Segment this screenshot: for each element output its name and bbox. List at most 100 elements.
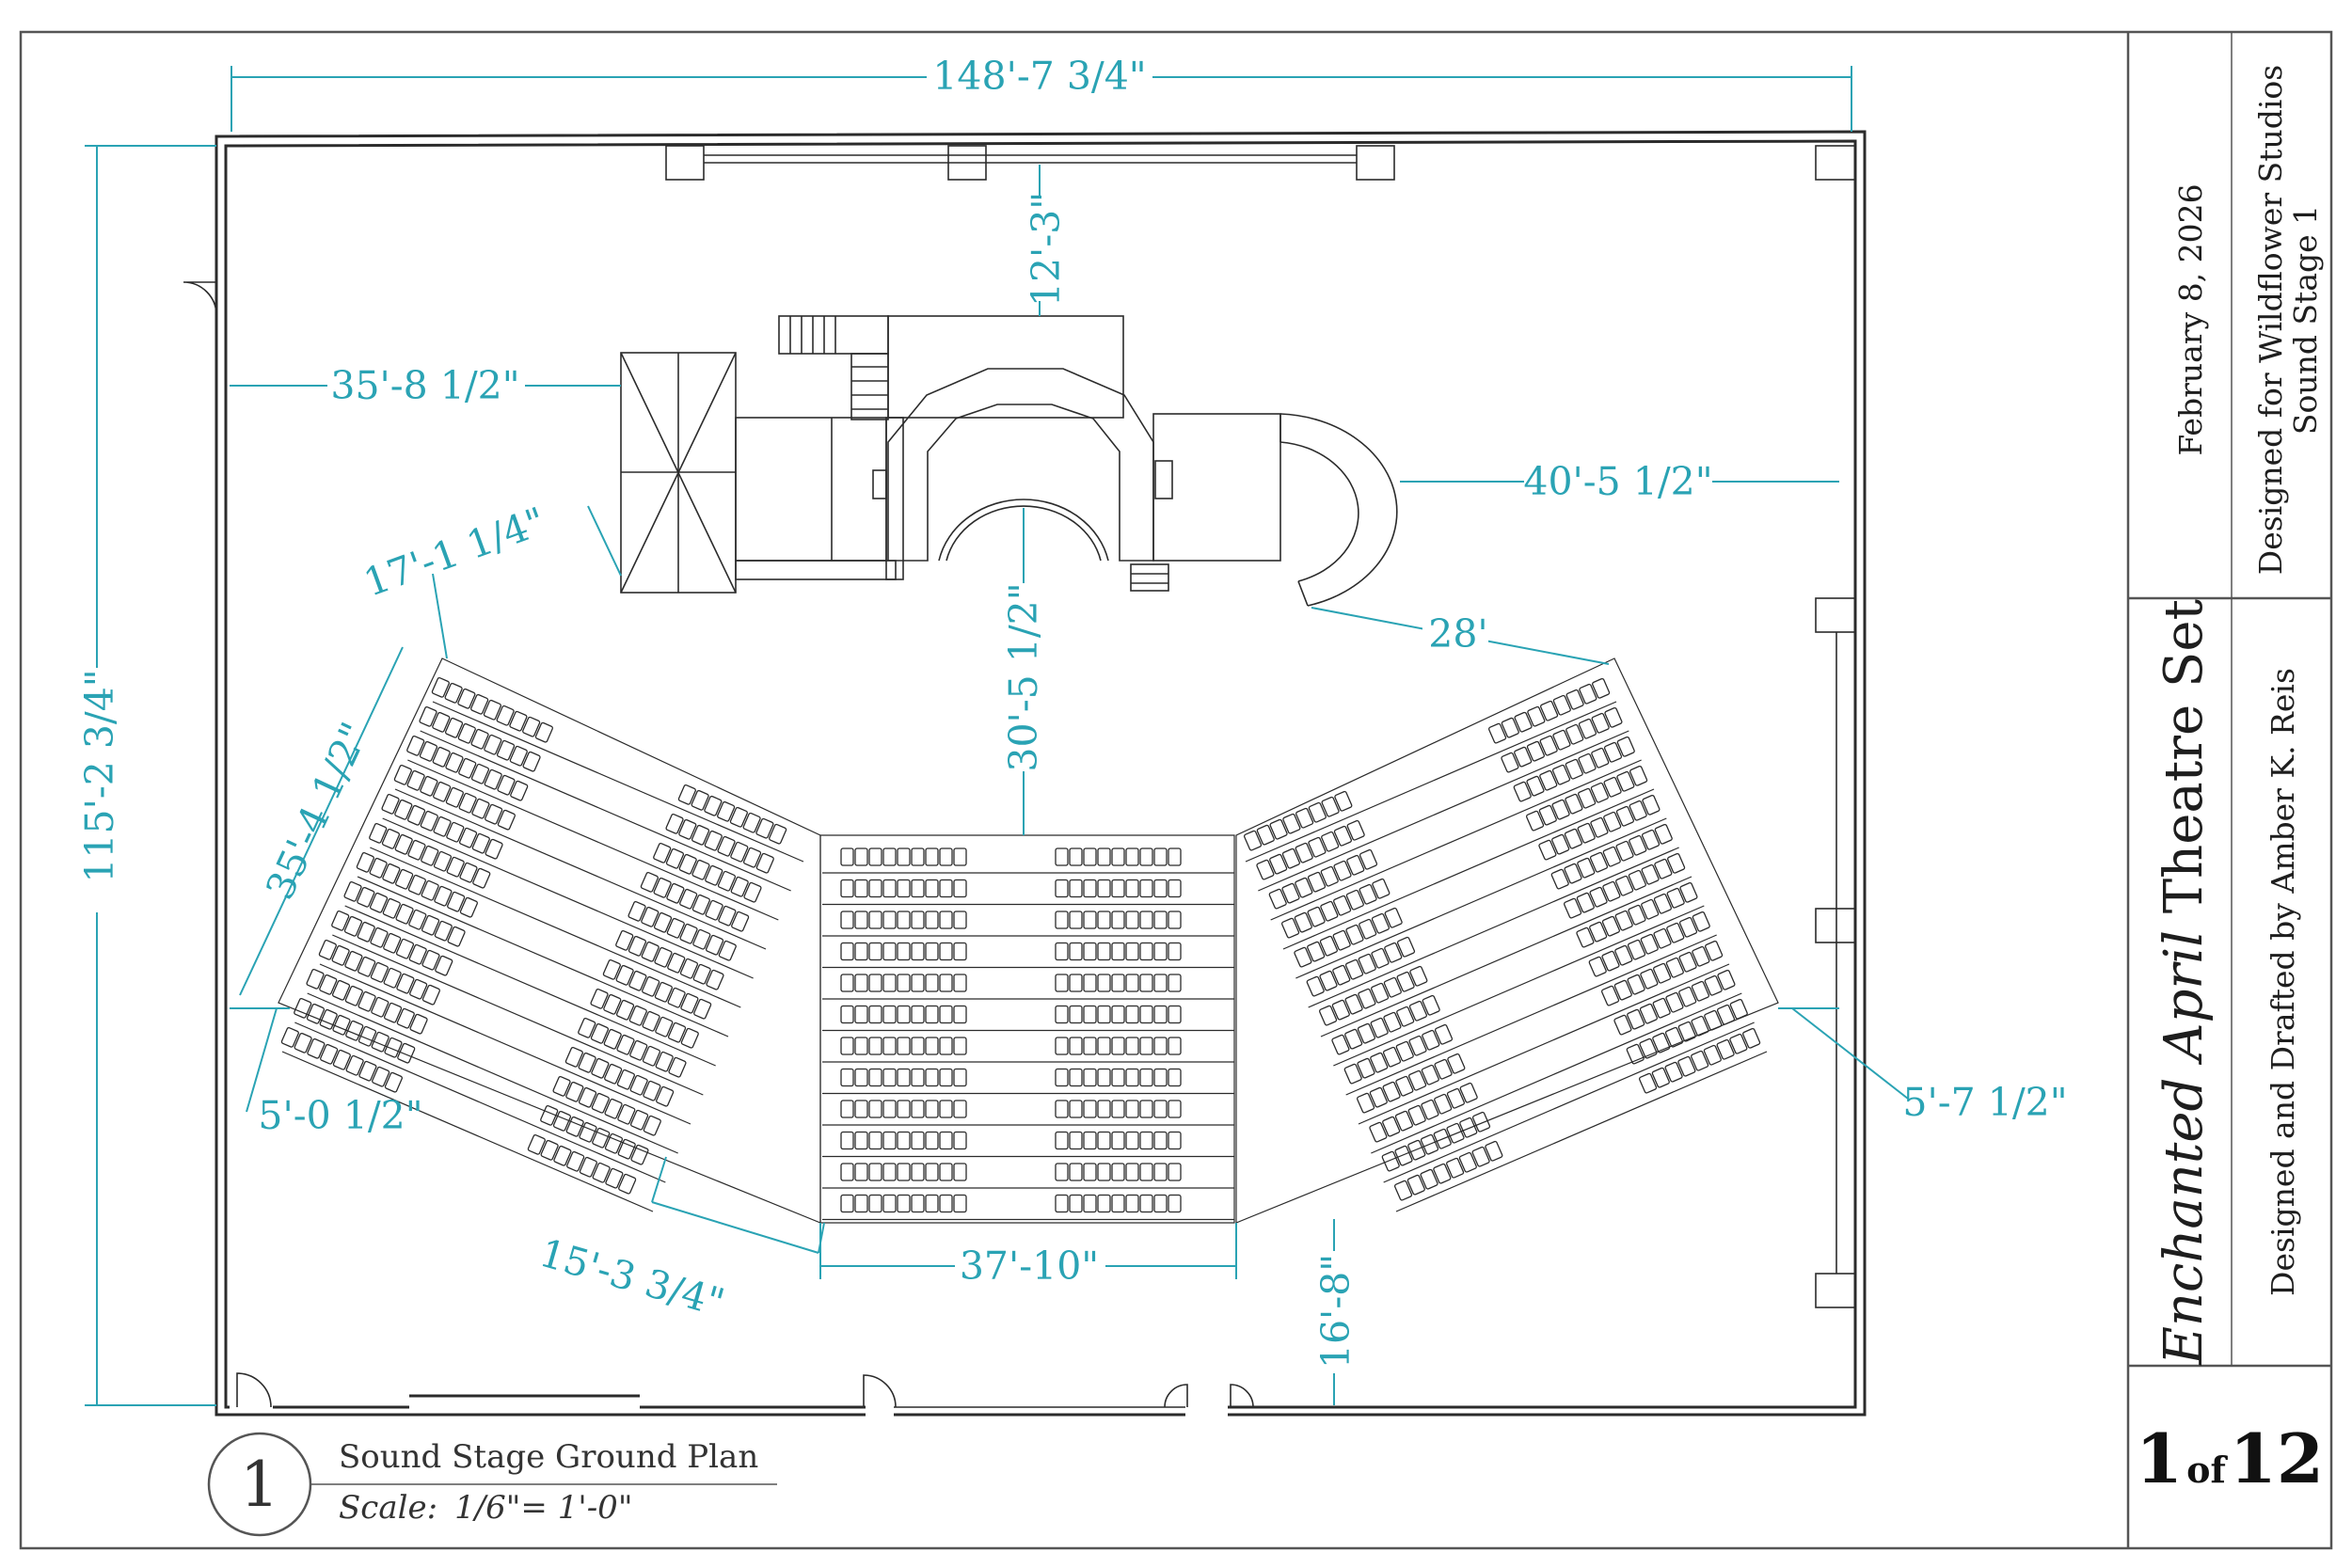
seat xyxy=(420,775,438,797)
left-outer-seat-row xyxy=(431,676,553,743)
seat xyxy=(1653,927,1672,949)
seat xyxy=(1628,869,1646,891)
seat xyxy=(605,1167,624,1189)
seat xyxy=(1168,1037,1182,1055)
seat xyxy=(1653,893,1672,914)
seat xyxy=(925,1163,939,1181)
seat xyxy=(602,958,621,980)
seat xyxy=(925,1068,939,1087)
seat xyxy=(421,845,439,866)
seat xyxy=(1333,895,1352,916)
right-inner-seat-row xyxy=(1243,790,1353,851)
left-outer-seat-row xyxy=(294,997,416,1064)
seat xyxy=(1083,847,1097,866)
set-pieces xyxy=(620,315,1398,607)
seat xyxy=(854,1194,868,1213)
left-outer-seat-row xyxy=(406,735,529,801)
left-outer-seat-row xyxy=(381,793,503,860)
seat xyxy=(1359,883,1377,905)
seat xyxy=(1589,886,1608,908)
left-outer-seat-row xyxy=(369,822,491,889)
dim-left-to-set: 35'-8 1/2" xyxy=(330,363,519,408)
seat xyxy=(483,699,501,721)
seat xyxy=(911,974,925,992)
seat xyxy=(497,774,516,796)
seat xyxy=(1629,765,1648,786)
seat xyxy=(1168,1163,1182,1181)
seat xyxy=(1069,1131,1083,1150)
seat xyxy=(705,864,723,886)
seat xyxy=(484,768,502,790)
seat xyxy=(356,851,374,873)
left-outer-seat-row xyxy=(318,939,440,1006)
right-outer-seat-row xyxy=(1513,736,1635,802)
right-outer-seat-row xyxy=(1600,940,1724,1006)
seat xyxy=(679,923,698,944)
seat xyxy=(1357,1022,1375,1044)
dim-left-wing-offset: 17'-1 1/4" xyxy=(358,499,551,606)
seat xyxy=(1485,1140,1503,1162)
dim-left-aisle-width: 15'-3 3/4" xyxy=(535,1230,730,1326)
seat xyxy=(604,1132,624,1154)
seat xyxy=(939,911,953,929)
center-left-seat-row xyxy=(840,911,967,929)
seat xyxy=(457,688,476,709)
seat xyxy=(1111,974,1125,992)
seat xyxy=(953,847,967,866)
seat xyxy=(925,879,939,898)
seat xyxy=(897,1068,911,1087)
seat xyxy=(1678,986,1697,1007)
center-left-seat-row xyxy=(840,1131,967,1150)
seat xyxy=(1083,1005,1097,1024)
center-left-seat-row xyxy=(840,847,967,866)
seat xyxy=(434,885,453,907)
seat xyxy=(1097,1131,1111,1150)
seat xyxy=(911,1194,925,1213)
seat xyxy=(319,974,338,995)
seat xyxy=(1346,854,1365,876)
seat xyxy=(1614,944,1633,966)
seat xyxy=(666,917,685,939)
seat xyxy=(510,780,529,801)
seat xyxy=(370,927,389,948)
seat xyxy=(642,975,660,997)
seat xyxy=(1332,964,1351,986)
seat xyxy=(665,847,685,869)
right-row-line xyxy=(1371,992,1742,1154)
seat xyxy=(615,929,634,951)
left-inner-seat-row xyxy=(677,784,787,845)
seat xyxy=(1125,847,1139,866)
right-inner-seat-row xyxy=(1280,878,1391,939)
left-row-line xyxy=(420,730,791,892)
seat xyxy=(840,847,854,866)
seat xyxy=(590,988,609,1009)
right-outer-seat-row xyxy=(1576,881,1698,948)
seat xyxy=(1422,1029,1440,1051)
seat xyxy=(604,1063,623,1085)
seat xyxy=(925,1037,939,1055)
seat xyxy=(854,1037,868,1055)
seat xyxy=(484,734,502,755)
seat xyxy=(1459,1117,1478,1138)
seat xyxy=(897,847,911,866)
seat xyxy=(444,682,463,704)
seat xyxy=(1601,915,1620,937)
seat xyxy=(470,763,490,784)
seat xyxy=(1125,1194,1139,1213)
seat xyxy=(653,911,673,933)
center-right-seat-row xyxy=(1055,847,1182,866)
seat xyxy=(435,955,453,976)
location-text: Sound Stage 1 xyxy=(2287,205,2324,435)
left-inner-seat-row xyxy=(578,1017,687,1078)
seat xyxy=(668,1056,687,1078)
seat xyxy=(1369,1121,1388,1143)
center-right-seat-row xyxy=(1055,879,1182,898)
left-inner-seat-row xyxy=(615,929,724,990)
seat xyxy=(1153,1005,1168,1024)
seat xyxy=(1603,741,1623,763)
seat xyxy=(628,970,647,991)
center-left-seat-row xyxy=(840,1194,967,1213)
seat xyxy=(1615,805,1634,827)
center-right-seat-row xyxy=(1055,974,1182,992)
seat xyxy=(668,1022,687,1043)
